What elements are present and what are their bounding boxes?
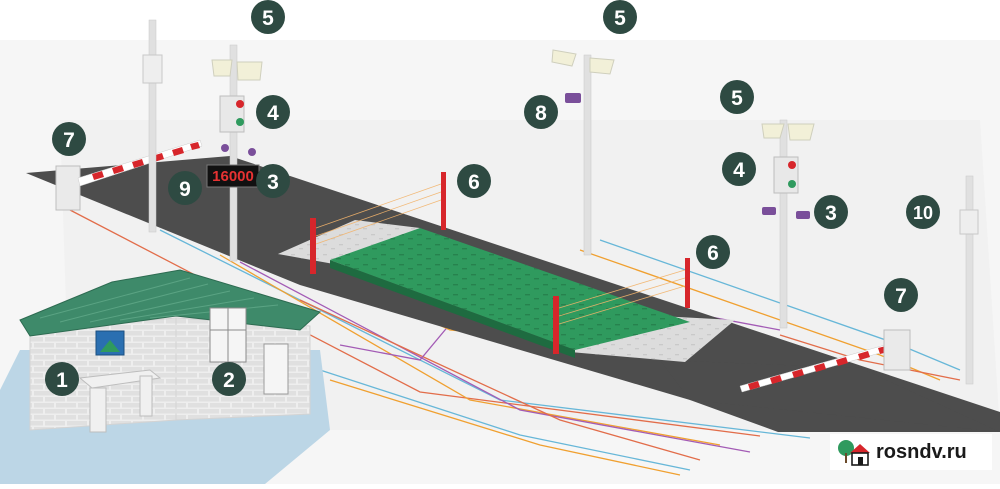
barrier-left: [55, 139, 203, 211]
marker-1: 1: [45, 362, 79, 396]
marker-4a: 4: [256, 95, 290, 129]
marker-7b: 7: [884, 278, 918, 312]
svg-text:9: 9: [179, 178, 191, 201]
marker-7a: 7: [52, 122, 86, 156]
terminal-box: [263, 343, 289, 395]
weight-display-value: 16000: [212, 168, 254, 185]
operator-building: [0, 269, 330, 484]
marker-5a: 5: [251, 0, 285, 34]
svg-text:2: 2: [223, 369, 235, 392]
svg-text:3: 3: [825, 202, 837, 225]
svg-text:5: 5: [614, 7, 626, 30]
marker-6b: 6: [696, 235, 730, 269]
marker-3a: 3: [256, 164, 290, 198]
traffic-pole-right: [761, 119, 815, 329]
svg-text:5: 5: [731, 87, 743, 110]
sensor-posts: [310, 172, 690, 354]
svg-text:1: 1: [56, 369, 68, 392]
watermark: rosndv.ru: [830, 434, 992, 470]
svg-text:4: 4: [267, 102, 279, 125]
marker-4b: 4: [722, 152, 756, 186]
marker-5b: 5: [603, 0, 637, 34]
watermark-text: rosndv.ru: [876, 440, 967, 463]
svg-text:6: 6: [707, 242, 719, 265]
barrier-right: [739, 329, 911, 393]
svg-text:3: 3: [267, 171, 279, 194]
svg-text:10: 10: [913, 203, 933, 223]
svg-text:4: 4: [733, 159, 745, 182]
house-tree-icon: [838, 440, 870, 466]
marker-2: 2: [212, 362, 246, 396]
marker-3b: 3: [814, 195, 848, 229]
pole-right: [959, 175, 979, 385]
weight-display: 16000: [206, 164, 260, 188]
weighing-platform-edge: [330, 260, 575, 358]
marker-9: 9: [168, 171, 202, 205]
svg-text:8: 8: [535, 102, 547, 125]
pole-left: [142, 19, 163, 233]
svg-text:7: 7: [63, 129, 75, 152]
desk: [78, 369, 162, 389]
marker-10: 10: [906, 195, 940, 229]
marker-6a: 6: [457, 164, 491, 198]
svg-text:7: 7: [895, 285, 907, 308]
marker-5c: 5: [720, 80, 754, 114]
marker-8: 8: [524, 95, 558, 129]
svg-text:6: 6: [468, 171, 480, 194]
camera-pole: [551, 49, 615, 256]
road-lower-edge: [660, 360, 1000, 432]
traffic-pole-left: [211, 44, 263, 262]
svg-text:5: 5: [262, 7, 274, 30]
